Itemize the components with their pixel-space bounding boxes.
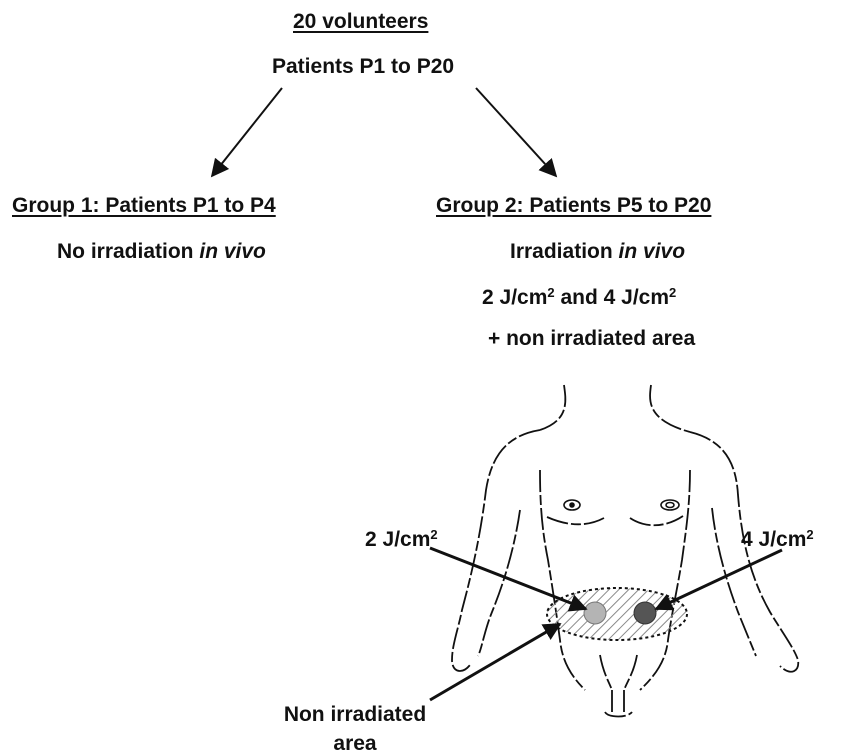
irradiation-zone: [547, 588, 687, 640]
body-outline: [452, 385, 798, 717]
spot-4jcm2: [634, 602, 656, 624]
nipple-right: [661, 500, 679, 510]
arrow-to-group1: [212, 88, 282, 176]
arrow-non-irradiated: [430, 624, 560, 700]
arrow-to-group2: [476, 88, 556, 176]
arrow-2jcm2: [430, 548, 586, 609]
spot-2jcm2: [584, 602, 606, 624]
nipple-left: [564, 500, 580, 510]
